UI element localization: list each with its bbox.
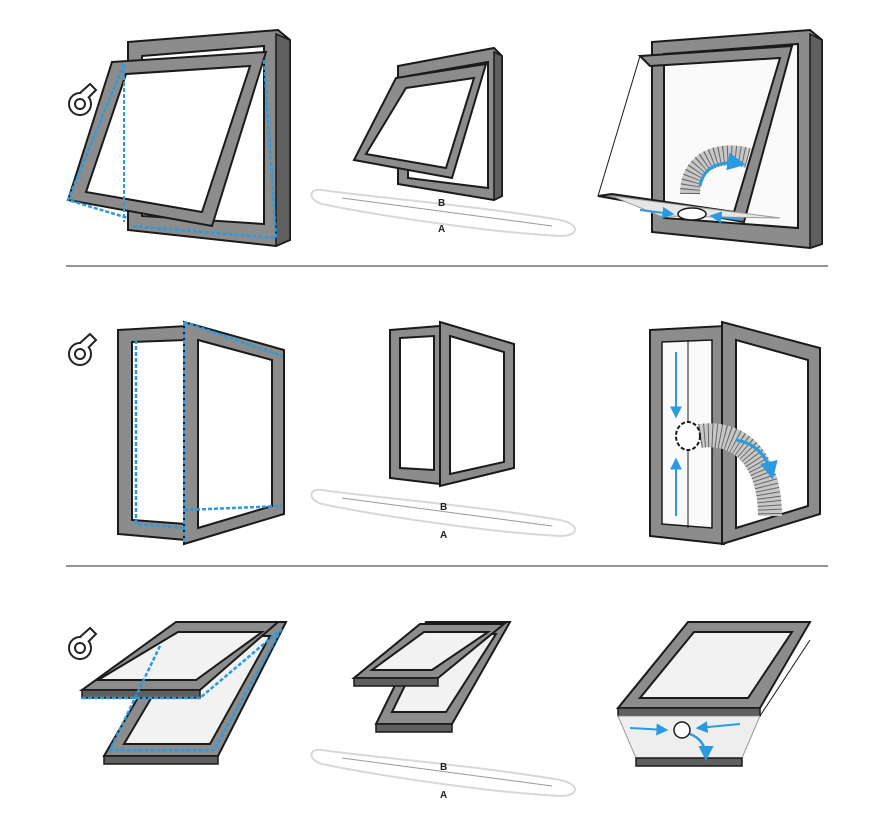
top-hung-window-with-cover: B A [310,46,576,238]
top-hung-taped-window [66,28,291,248]
label-b: B [440,502,447,513]
row-top-hung: B A [66,28,823,250]
tape-roll-icon [68,332,98,366]
label-a: A [440,530,447,541]
label-b: B [440,762,447,773]
side-hung-installed-hose [649,320,821,546]
top-hung-installed-hose [597,28,823,250]
tape-roll-icon [68,82,98,116]
label-b: B [438,198,445,209]
row-side-hung: B A [68,320,821,546]
tape-roll-icon [68,626,98,660]
side-hung-taped-window [117,320,285,546]
row-roof: B A [68,621,812,801]
roof-taped-window [78,621,288,765]
side-hung-window-with-cover: B A [310,320,576,541]
label-a: A [438,224,445,235]
label-a: A [440,790,447,801]
roof-window-with-cover: B A [310,621,576,801]
roof-installed-hose [615,621,812,767]
